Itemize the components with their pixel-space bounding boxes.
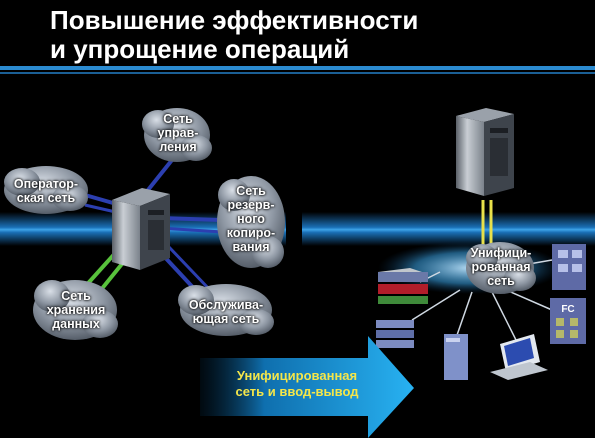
arrow-label: Унифицированная сеть и ввод-вывод [235,368,359,399]
cloud-service [178,284,274,336]
cloud-label-storage: Сеть хранения данных [46,289,106,331]
cloud-operator [4,166,88,214]
title-rule [0,66,595,70]
cloud-label-management: Сеть управ- ления [157,112,199,154]
workstation-icon [490,334,548,380]
title-rule-thin [0,72,595,74]
title-line-1: Повышение эффективности [50,5,419,35]
storage-array-icon [378,268,428,304]
unified-arrow-icon [200,336,414,438]
link-service-2 [166,244,212,292]
fc-storage-icon: FC [550,298,586,344]
right-server-icon [456,108,514,196]
switch-icon [552,244,586,290]
right-network-band [302,212,595,246]
cloud-label-unified: Унифици- рованная сеть [470,246,532,288]
unified-cloud [466,242,536,294]
cloud-backup [217,176,285,268]
fc-label: FC [561,304,574,315]
link-backup-2 [159,226,223,234]
cloud-storage [33,280,118,340]
cloud-label-operator: Оператор- ская сеть [13,177,79,205]
cloud-label-backup: Сеть резерв- ного копиро- вания [226,184,276,254]
title-line-2: и упрощение операций [50,34,350,64]
cloud-label-service: Обслужива- ющая сеть [188,298,264,326]
cloud-management [142,108,212,162]
rack-server-icon [376,320,414,348]
tower-pc-icon [444,334,468,380]
left-server-icon [112,188,170,270]
slide-title: Повышение эффективности и упрощение опер… [50,6,590,64]
